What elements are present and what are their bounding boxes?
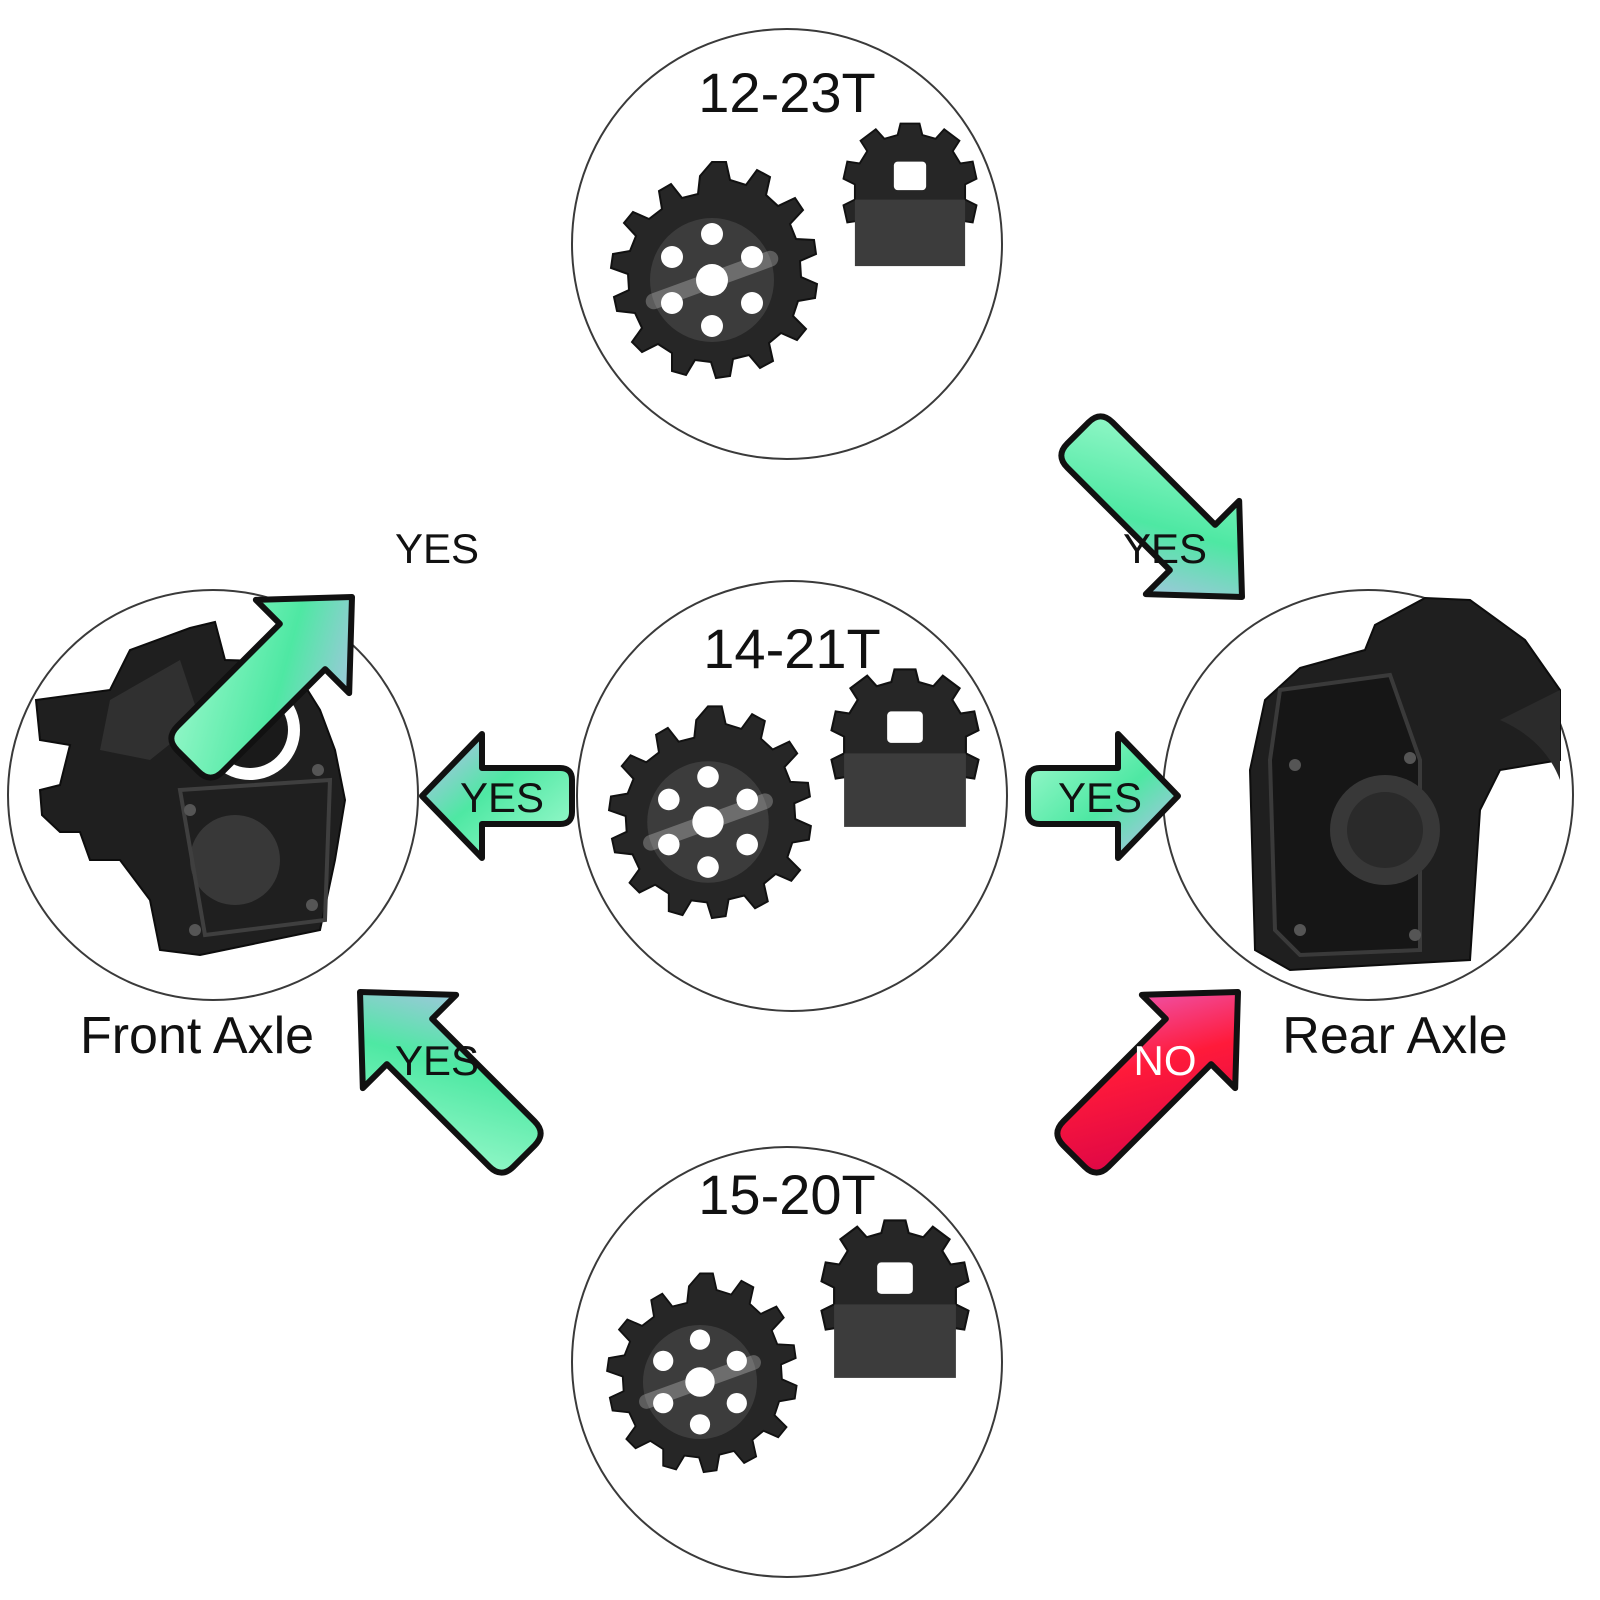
answer-label: NO	[1134, 1037, 1197, 1084]
pinion-12t-icon	[842, 122, 978, 268]
answer-label: YES	[1123, 525, 1207, 572]
gear-set-label: 14-21T	[703, 617, 880, 680]
answer-label: YES	[460, 774, 544, 821]
answer-label: YES	[395, 1037, 479, 1084]
gear-set-label: 15-20T	[698, 1163, 875, 1226]
arrow-12-23t-to-rear	[1031, 386, 1288, 643]
pinion-15t-icon	[820, 1219, 970, 1379]
answer-label: YES	[395, 525, 479, 572]
rear-axle-label: Rear Axle	[1282, 1007, 1507, 1065]
front-axle-label: Front Axle	[80, 1007, 314, 1065]
rear-axle-housing-icon	[1248, 596, 1561, 972]
pinion-14t-icon	[830, 668, 980, 828]
gear-set-label: 12-23T	[698, 61, 875, 124]
answer-label: YES	[1058, 774, 1142, 821]
